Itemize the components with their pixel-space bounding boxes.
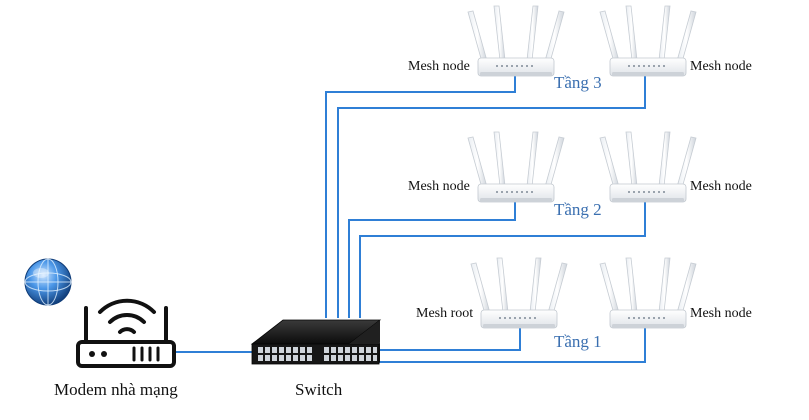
cables bbox=[172, 76, 646, 363]
mesh-router-icon bbox=[599, 257, 697, 329]
floor1-root-label: Mesh root bbox=[416, 306, 474, 321]
cable-switch-floor2-right bbox=[359, 202, 646, 318]
floor1-label: Tầng 1 bbox=[554, 332, 602, 351]
cable-switch-floor1-node bbox=[378, 328, 646, 363]
network-switch-icon bbox=[250, 319, 382, 365]
floor2-left-node-label: Mesh node bbox=[408, 179, 470, 194]
floor2-label: Tầng 2 bbox=[554, 200, 602, 219]
cable-switch-floor1-root bbox=[378, 328, 521, 351]
cable-switch-floor3-right bbox=[337, 76, 646, 318]
floor2-right-node-label: Mesh node bbox=[690, 179, 752, 194]
floor3-right-node-label: Mesh node bbox=[690, 59, 752, 74]
wifi-modem-icon bbox=[76, 298, 176, 368]
cable-switch-floor2-left bbox=[348, 202, 516, 318]
mesh-router-icon bbox=[599, 131, 697, 203]
cable-switch-floor3-left bbox=[325, 76, 516, 318]
floor3-label: Tầng 3 bbox=[554, 73, 602, 92]
modem-label: Modem nhà mạng bbox=[54, 380, 178, 399]
floor3-left-node-label: Mesh node bbox=[408, 59, 470, 74]
switch-label: Switch bbox=[295, 380, 343, 399]
floor1-right-node-label: Mesh node bbox=[690, 306, 752, 321]
mesh-router-icon bbox=[599, 5, 697, 77]
mesh-router-icon bbox=[467, 5, 565, 77]
internet-globe-icon bbox=[24, 258, 72, 306]
mesh-router-icon bbox=[467, 131, 565, 203]
mesh-router-icon bbox=[470, 257, 568, 329]
